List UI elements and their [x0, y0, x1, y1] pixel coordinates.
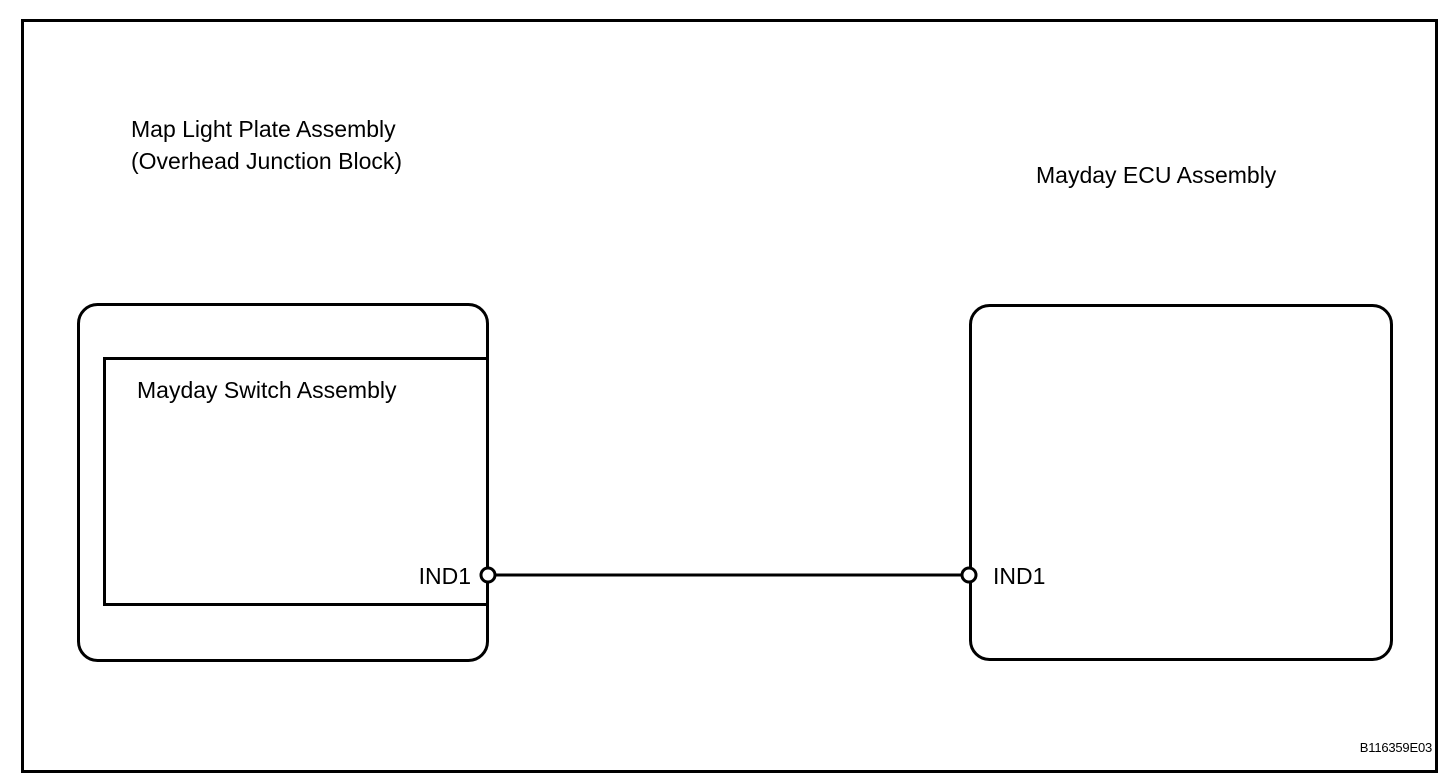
label-mayday-ecu-assembly: Mayday ECU Assembly [1036, 162, 1277, 188]
label-map-light-plate-line2: (Overhead Junction Block) [131, 148, 402, 174]
label-map-light-plate-line1: Map Light Plate Assembly [131, 116, 396, 142]
terminal-node-right-ind1[interactable] [960, 566, 978, 584]
component-map-light-plate-assembly[interactable] [77, 303, 489, 662]
diagram-frame [21, 19, 1438, 773]
figure-code: B116359E03 [1360, 740, 1432, 755]
terminal-node-left-ind1[interactable] [479, 566, 497, 584]
label-terminal-left-ind1: IND1 [419, 563, 471, 589]
label-mayday-switch-assembly: Mayday Switch Assembly [137, 377, 397, 403]
component-mayday-ecu-assembly[interactable] [969, 304, 1393, 661]
label-terminal-right-ind1: IND1 [993, 563, 1045, 589]
subcomponent-mayday-switch-assembly[interactable] [103, 357, 489, 606]
